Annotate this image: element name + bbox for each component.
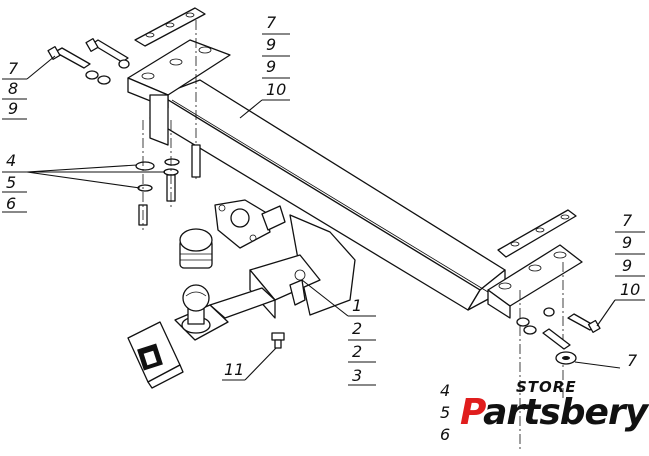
callout-7: 7 — [627, 351, 638, 370]
top-strip-plate — [134, 7, 206, 47]
callout-2: 2 — [352, 319, 362, 338]
callout-bottom-right: 7 — [627, 351, 638, 370]
logo-brand-text: Partsbery — [460, 392, 648, 433]
callout-leaders — [2, 33, 645, 386]
right-strip-plate — [497, 209, 577, 258]
left-mounting-bracket — [127, 20, 231, 180]
callout-5: 5 — [6, 173, 16, 192]
callout-9: 9 — [8, 99, 18, 118]
callout-bottom-left: 11 — [224, 360, 244, 379]
callout-9: 9 — [266, 57, 276, 76]
callout-5: 5 — [440, 403, 450, 422]
callout-10: 10 — [620, 280, 640, 299]
right-hardware — [516, 307, 601, 365]
callout-6: 6 — [440, 425, 450, 444]
logo-brand-red: P — [460, 392, 484, 433]
bumper-cover-plate — [127, 321, 184, 389]
callout-9: 9 — [266, 35, 276, 54]
logo-brand-rest: artsbery — [483, 392, 648, 433]
callout-11: 11 — [224, 360, 244, 379]
callout-4: 4 — [440, 381, 450, 400]
callout-bottom-center: 1 2 2 3 — [352, 296, 362, 385]
callout-partial-under-logo: 4 5 6 — [440, 381, 450, 444]
receiver-housing — [209, 214, 356, 319]
callout-8: 8 — [8, 79, 18, 98]
callout-9: 9 — [622, 256, 632, 275]
crossbar-beam — [149, 79, 506, 311]
right-mounting-bracket — [487, 244, 583, 450]
callout-3: 3 — [352, 366, 362, 385]
callout-9: 9 — [622, 233, 632, 252]
callout-top-left: 7 8 9 — [8, 59, 19, 118]
ball-cover-cap — [179, 228, 213, 269]
callout-7: 7 — [8, 59, 19, 78]
callout-1: 1 — [352, 296, 362, 315]
callout-7: 7 — [622, 211, 633, 230]
callout-7: 7 — [266, 13, 277, 32]
logo-store-text: STORE — [516, 378, 577, 396]
bolt-11 — [271, 332, 285, 349]
callout-right: 7 9 9 10 — [620, 211, 640, 299]
callout-2: 2 — [352, 342, 362, 361]
tow-ball — [174, 284, 229, 341]
callout-mid-left: 4 5 6 — [6, 151, 16, 213]
socket-bracket — [214, 199, 286, 249]
callout-10: 10 — [266, 80, 286, 99]
callout-6: 6 — [6, 194, 16, 213]
partsbery-logo: STORE Partsbery — [452, 378, 648, 448]
callout-4: 4 — [6, 151, 16, 170]
callout-top-center: 7 9 9 10 — [266, 13, 286, 99]
